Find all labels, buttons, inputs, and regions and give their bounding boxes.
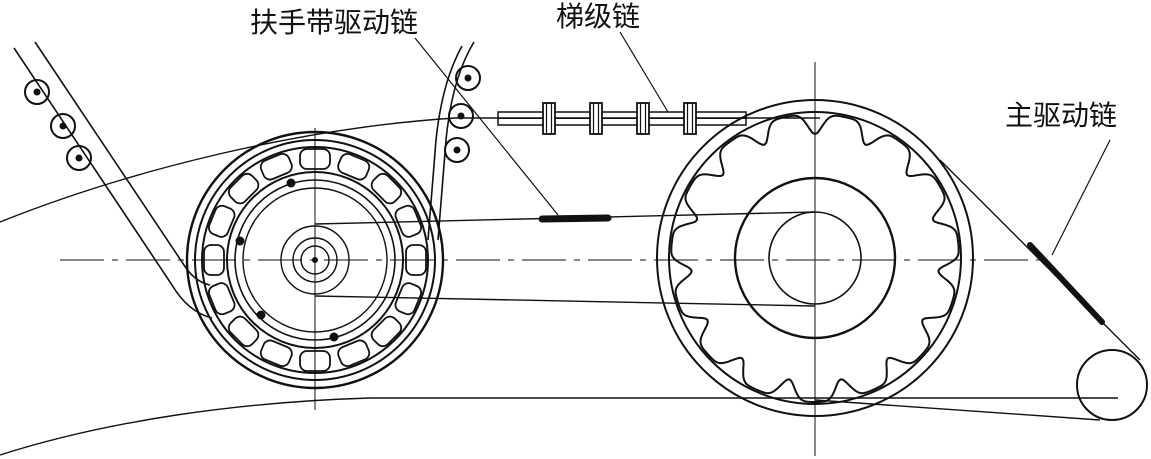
wheel-windows (203, 148, 427, 372)
handrail-drive-chain-segment (538, 214, 612, 223)
chain-link (683, 102, 697, 135)
centerlines (60, 62, 1040, 456)
guide-roller (50, 113, 76, 139)
handrail-left-outer (13, 47, 213, 319)
wheel-window (227, 172, 260, 205)
right-guide-rollers (444, 65, 481, 163)
leader-handrail-drive-chain (414, 37, 559, 216)
wheel-window (207, 282, 236, 316)
lower-truss-curve (0, 397, 371, 456)
wheel-window (394, 204, 423, 238)
handrail-drive-chain (314, 211, 816, 307)
wheel-bolt (256, 310, 266, 320)
handrail-left-inner (34, 41, 211, 286)
chain-link (542, 102, 556, 135)
label-step-chain: 梯级链 (556, 0, 640, 33)
truss-curves (0, 117, 1118, 456)
wheel-window (394, 282, 423, 316)
wheel-window (337, 339, 371, 368)
wheel-window (370, 315, 403, 348)
guide-roller (66, 145, 92, 171)
upper-truss-curve (0, 117, 456, 223)
wheel-window (227, 315, 260, 348)
leader-step-chain (619, 31, 669, 113)
label-main-drive-chain: 主驱动链 (1005, 99, 1117, 132)
wheel-window (259, 152, 293, 181)
wheel-bolt (235, 236, 245, 246)
step-chain-links (542, 102, 697, 135)
guide-roller (24, 79, 50, 105)
main-drive-chain (814, 159, 1141, 421)
guide-roller (448, 103, 474, 129)
handrail-drive-chain-lower (314, 295, 816, 307)
guide-roller (444, 137, 470, 163)
wheel-window (259, 339, 293, 368)
label-handrail-drive-chain: 扶手带驱动链 (250, 6, 418, 39)
wheel-window (207, 204, 236, 238)
guide-roller (455, 65, 481, 91)
handrail-right-inner (427, 45, 463, 241)
motor-pulley (1076, 349, 1148, 421)
leader-main-drive-chain (1051, 139, 1111, 256)
wheel-window (370, 172, 403, 205)
wheel-bolt (286, 178, 296, 188)
step-chain (497, 102, 747, 135)
wheel-window (337, 152, 371, 181)
chain-link (589, 102, 603, 135)
wheel-bolt (329, 332, 339, 342)
left-guide-rollers (24, 79, 92, 171)
main-drive-chain-lower (814, 399, 1101, 421)
chain-link (636, 102, 650, 135)
leader-lines (414, 31, 1111, 256)
handrail-right-outer (437, 41, 475, 241)
main-drive-chain-segment (1027, 242, 1105, 325)
